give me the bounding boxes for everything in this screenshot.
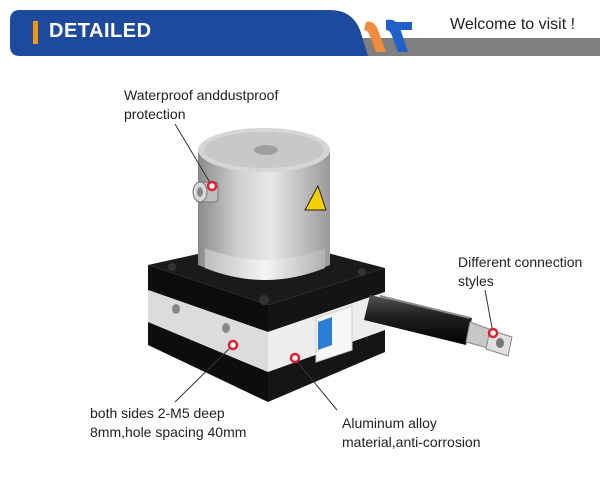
callout-connection: Different connection styles [458, 254, 583, 289]
callout-markers [206, 180, 499, 364]
welcome-text: Welcome to visit ! [450, 16, 576, 33]
encoder-cylinder [192, 128, 330, 280]
callout-waterproof: Waterproof anddustproof protection [124, 87, 279, 122]
marker-waterproof [206, 180, 218, 192]
header-blue-shape [10, 10, 368, 56]
page-title: DETAILED [49, 20, 152, 42]
header-banner [10, 10, 600, 56]
marker-connection [487, 327, 499, 339]
marker-material [289, 352, 301, 364]
callout-lines [174, 123, 494, 411]
header-accent-bar [33, 21, 38, 44]
callout-holes: both sides 2-M5 deep 8mm,hole spacing 40… [90, 405, 247, 440]
connection-rod [364, 295, 513, 357]
marker-holes [227, 339, 239, 351]
brand-logo [364, 19, 412, 53]
callout-material: Aluminum alloy material,anti-corrosion [342, 415, 481, 450]
